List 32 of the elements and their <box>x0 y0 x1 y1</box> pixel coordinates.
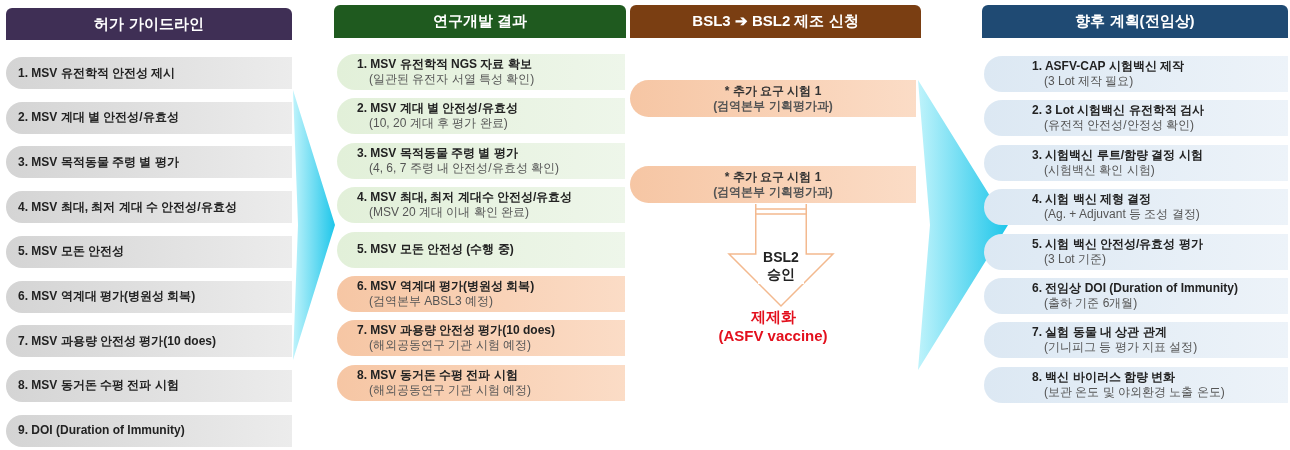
plan-item: 5. 시험 백신 안전성/유효성 평가 (3 Lot 기준) <box>984 233 1288 270</box>
result-item: 3. MSV 목적동물 주령 별 평가 (4, 6, 7 주령 내 안전성/유효성 확인) <box>337 142 625 179</box>
result-item: 2. MSV 계대 별 안전성/유효성 (10, 20 계대 후 평가 완료) <box>337 98 625 135</box>
column-header: 허가 가이드라인 <box>6 8 292 40</box>
plan-item: 8. 백신 바이러스 함량 변화 (보관 온도 및 야외환경 노출 온도) <box>984 366 1288 403</box>
plan-item: 6. 전임상 DOI (Duration of Immunity) (출하 기준 6개월) <box>984 278 1288 314</box>
plan-item: 2. 3 Lot 시험백신 유전학적 검사 (유전적 안전성/안정성 확인) <box>984 100 1288 137</box>
requirement-box: * 추가 요구 시험 1 (검역본부 기획평가과) <box>630 80 916 117</box>
plan-item: 1. ASFV-CAP 시험백신 제작 (3 Lot 제작 필요) <box>984 56 1288 92</box>
guideline-item: 5. MSV 모돈 안전성 <box>6 235 292 268</box>
guideline-item: 4. MSV 최대, 최저 계대 수 안전성/유효성 <box>6 191 292 224</box>
guideline-item: 3. MSV 목적동물 주령 별 평가 <box>6 146 292 179</box>
column-header: 향후 계획(전임상) <box>982 5 1288 38</box>
plan-item: 3. 시험백신 루트/함량 결정 시험 (시험백신 확인 시험) <box>984 144 1288 181</box>
result-item: 7. MSV 과용량 안전성 평가(10 does) (해외공동연구 기관 시험 예정) <box>337 320 625 357</box>
result-item: 1. MSV 유전학적 NGS 자료 확보 (일관된 유전자 서열 특성 확인) <box>337 54 625 90</box>
guideline-item: 7. MSV 과용량 안전성 평가(10 does) <box>6 325 292 358</box>
guideline-item: 1. MSV 유전학적 안전성 제시 <box>6 57 292 89</box>
guideline-item: 9. DOI (Duration of Immunity) <box>6 414 292 447</box>
guideline-item: 6. MSV 역계대 평가(병원성 회복) <box>6 280 292 313</box>
plan-item: 4. 시험 백신 제형 결정 (Ag. + Adjuvant 등 조성 결정) <box>984 189 1288 226</box>
guideline-item: 8. MSV 동거돈 수평 전파 시험 <box>6 369 292 402</box>
requirement-box: * 추가 요구 시험 1 (검역본부 기획평가과) <box>630 166 916 203</box>
result-item: 4. MSV 최대, 최저 계대수 안전성/유효성 (MSV 20 계대 이내 확인 완료) <box>337 187 625 224</box>
result-item: 5. MSV 모돈 안전성 (수행 중) <box>337 231 625 268</box>
outcome-text: 제제화 (ASFV vaccine) <box>700 306 846 348</box>
result-item: 8. MSV 동거돈 수평 전파 시험 (해외공동연구 기관 시험 예정) <box>337 364 625 401</box>
column-header: BSL3 ➔ BSL2 제조 신청 <box>630 5 921 38</box>
result-item: 6. MSV 역계대 평가(병원성 회복) (검역본부 ABSL3 예정) <box>337 276 625 312</box>
plan-item: 7. 실험 동물 내 상관 관계 (기니피그 등 평가 지표 설정) <box>984 322 1288 359</box>
column-header: 연구개발 결과 <box>334 5 626 38</box>
guideline-item: 2. MSV 계대 별 안전성/유효성 <box>6 101 292 134</box>
